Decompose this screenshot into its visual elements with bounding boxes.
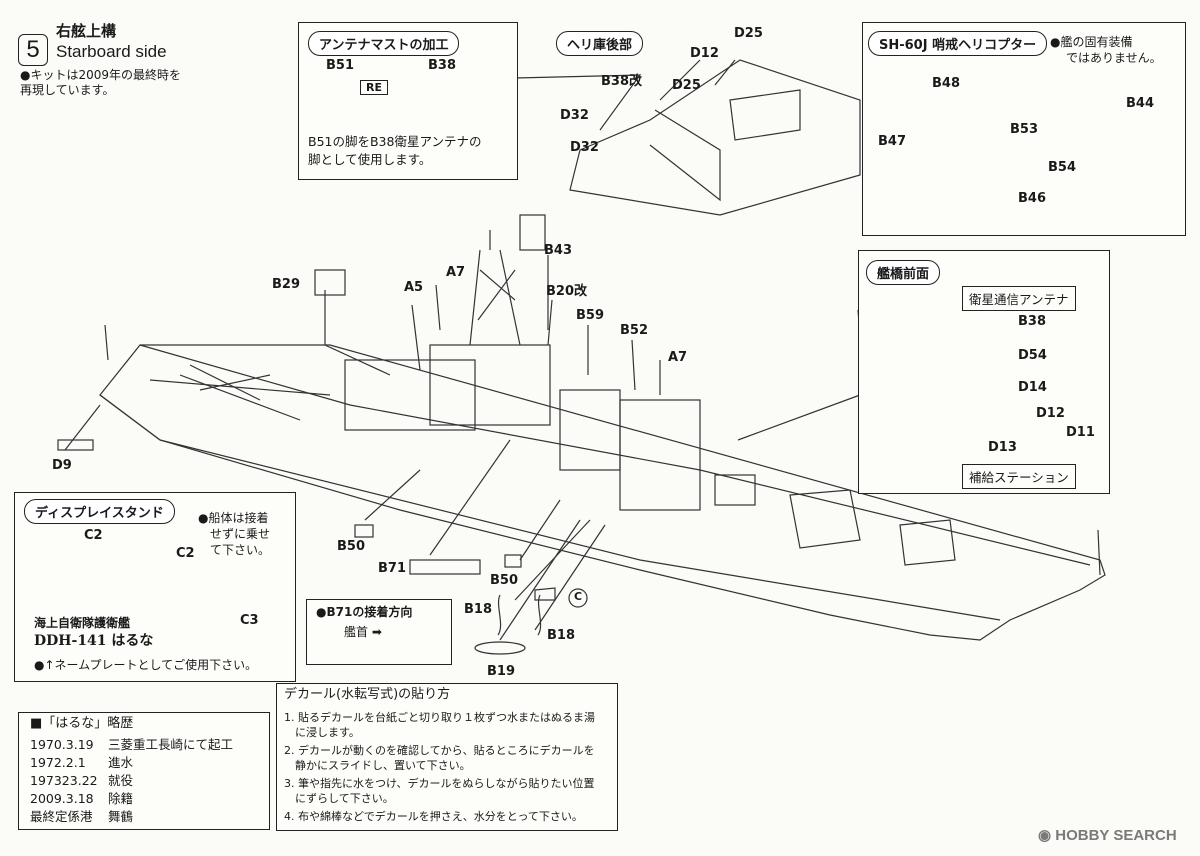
part-b38-label: B38 [428, 58, 456, 73]
ship-label-b50b: B50 [490, 573, 518, 588]
nameplate-line1: 海上自衛隊護衛艦 [34, 616, 131, 630]
history-date-2: 197323.22 [30, 773, 98, 788]
nameplate-line2: DDH-141 はるな [34, 633, 154, 649]
bridge-label-d14: D14 [1018, 380, 1047, 395]
hangar-label-b38-mod: B38改 [601, 74, 642, 89]
heli-note-line2: ではありません。 [1066, 51, 1162, 65]
hangar-label-d32b: D32 [570, 140, 599, 155]
heli-label-b54: B54 [1048, 160, 1076, 175]
hangar-label-d25a: D25 [734, 26, 763, 41]
decal-title: デカール(水転写式)の貼り方 [284, 687, 451, 702]
heli-label-b53: B53 [1010, 122, 1038, 137]
heli-note-line1: ●艦の固有装備 [1050, 35, 1133, 49]
history-title: ■「はるな」略歴 [30, 716, 134, 731]
decal-line-0: 1. 貼るデカールを台紙ごと切り取り１枚ずつ水またはぬるま湯 [284, 711, 595, 724]
stand-note-line3: て下さい。 [210, 543, 271, 557]
step-title-en: Starboard side [56, 42, 167, 61]
mast-lattice [469, 230, 521, 346]
bridge-label-d54: D54 [1018, 348, 1047, 363]
step-title-ja: 右舷上構 [56, 22, 117, 40]
stand-label-c2b: C2 [176, 546, 195, 561]
stand-label-c2a: C2 [84, 528, 103, 543]
history-date-3: 2009.3.18 [30, 791, 94, 806]
ship-label-c-circle: C [574, 590, 583, 603]
ship-label-b20-mod: B20改 [546, 284, 587, 299]
ship-label-a5: A5 [404, 280, 424, 295]
b71-direction-box [306, 599, 452, 665]
bridge-front-box [858, 250, 1110, 494]
sat-antenna-caption: 衛星通信アンテナ [962, 286, 1076, 311]
stand-title: ディスプレイスタンド [24, 499, 175, 524]
stand-note-line1: ●船体は接着 [198, 511, 269, 525]
ship-label-b52: B52 [620, 323, 648, 338]
forward-gun-1 [789, 489, 861, 549]
forward-gun-2 [899, 519, 956, 566]
ship-label-b29: B29 [272, 277, 300, 292]
ship-label-b18a: B18 [464, 602, 492, 617]
hangar-label-d25b: D25 [672, 78, 701, 93]
history-event-0: 三菱重工長崎にて起工 [108, 737, 234, 752]
history-event-4: 舞鶴 [108, 809, 134, 824]
heli-label-b48: B48 [932, 76, 960, 91]
history-date-0: 1970.3.19 [30, 737, 94, 752]
ship-label-a7-fwd: A7 [668, 350, 688, 365]
history-event-2: 就役 [108, 773, 134, 788]
helicopter-box [862, 22, 1186, 236]
history-date-4: 最終定係港 [30, 809, 93, 824]
asroc-launcher [714, 474, 756, 506]
decal-box [276, 683, 618, 831]
ship-label-b59: B59 [576, 308, 604, 323]
bridge-label-d13: D13 [988, 440, 1017, 455]
heli-label-b46: B46 [1018, 191, 1046, 206]
ship-label-b50a: B50 [337, 539, 365, 554]
mast-block [429, 344, 551, 426]
watermark-logo-icon: ◉ [1038, 827, 1056, 844]
re-tag: RE [360, 80, 388, 95]
hobby-search-watermark: ◉ HOBBY SEARCH [1038, 826, 1177, 844]
antenna-caption-line1: B51の脚をB38衛星アンテナの [308, 134, 482, 149]
decal-line-3: 静かにスライドし、置いて下さい。 [284, 759, 471, 772]
bridge-label-d11: D11 [1066, 425, 1095, 440]
decal-line-4: 3. 筆や指先に水をつけ、デカールをぬらしながら貼りたい位置 [284, 777, 595, 790]
decal-line-6: 4. 布や綿棒などでデカールを押さえ、水分をとって下さい。 [284, 810, 583, 823]
hangar-label-d12: D12 [690, 46, 719, 61]
hangar-title: ヘリ庫後部 [556, 31, 644, 56]
b71-bow-arrow: 艦首 ➡ [344, 625, 382, 639]
ship-label-b18b: B18 [547, 628, 575, 643]
history-box [18, 712, 270, 830]
antenna-caption-line2: 脚として使用します。 [308, 152, 432, 167]
ship-label-a7-aft: A7 [446, 265, 466, 280]
heli-label-b44: B44 [1126, 96, 1154, 111]
stand-label-c3: C3 [240, 613, 259, 628]
hangar-block [344, 359, 476, 431]
step-note-line2: 再現しています。 [20, 83, 115, 97]
part-b51-label: B51 [326, 58, 354, 73]
decal-line-2: 2. デカールが動くのを確認してから、貼るところにデカールを [284, 744, 595, 757]
stand-note-line2: せずに乗せ [210, 527, 271, 541]
heli-title: SH-60J 哨戒ヘリコプター [868, 31, 1048, 56]
nameplate-caption: ●↑ネームプレートとしてご使用下さい。 [34, 658, 258, 672]
history-date-1: 1972.2.1 [30, 755, 86, 770]
ship-label-d9: D9 [52, 458, 72, 473]
bridge-front-title: 艦橋前面 [866, 260, 941, 285]
decal-line-5: にずらして下さい。 [284, 792, 394, 805]
history-event-1: 進水 [108, 755, 134, 770]
bridge-label-d12: D12 [1036, 406, 1065, 421]
heli-label-b47: B47 [878, 134, 906, 149]
b71-direction-title: ●B71の接着方向 [316, 605, 413, 619]
step-note-line1: ●キットは2009年の最終時を [20, 68, 182, 82]
hangar-label-d32a: D32 [560, 108, 589, 123]
ship-hull [99, 344, 1106, 641]
ship-label-b19: B19 [487, 664, 515, 679]
bridge-block [619, 399, 701, 511]
bridge-label-b38: B38 [1018, 314, 1046, 329]
step-number: 5 [18, 34, 48, 66]
supply-station-caption: 補給ステーション [962, 464, 1076, 489]
ship-label-b43: B43 [544, 243, 572, 258]
decal-line-1: に浸します。 [284, 726, 360, 739]
antenna-mast-title: アンテナマストの加工 [308, 31, 460, 56]
watermark-text: HOBBY SEARCH [1055, 827, 1177, 844]
history-event-3: 除籍 [108, 791, 134, 806]
ship-label-b71: B71 [378, 561, 406, 576]
